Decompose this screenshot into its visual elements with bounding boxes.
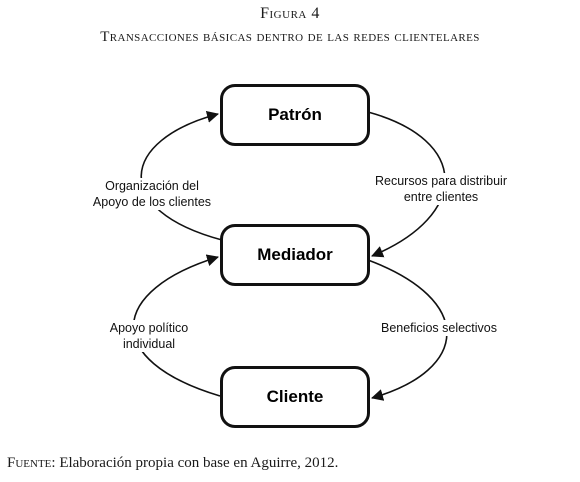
edge-label-beneficios: Beneficios selectivos	[374, 320, 504, 336]
arrow-mediador-to-patron	[140, 111, 223, 241]
source-prefix: Fuente:	[7, 455, 56, 471]
edge-label-recursos: Recursos para distribuir entre clientes	[366, 173, 516, 205]
edge-label-apoyo-line2: individual	[122, 337, 176, 351]
edge-label-apoyo: Apoyo político individual	[100, 320, 198, 352]
edge-label-organizacion-line1: Organización del	[105, 179, 199, 193]
edge-label-recursos-line2: entre clientes	[403, 190, 479, 204]
edge-label-apoyo-line1: Apoyo político	[109, 321, 189, 335]
source-text: Elaboración propia con base en Aguirre, …	[55, 455, 339, 471]
edge-label-organizacion: Organización del Apoyo de los clientes	[80, 178, 224, 210]
node-patron: Patrón	[220, 84, 370, 146]
figure-title: Transacciones básicas dentro de las rede…	[100, 29, 480, 45]
edge-label-organizacion-line2: Apoyo de los clientes	[92, 195, 212, 209]
figure-label: Figura 4	[260, 5, 320, 22]
node-mediador: Mediador	[220, 224, 370, 286]
edge-label-recursos-line1: Recursos para distribuir	[375, 174, 507, 188]
source-note: Fuente: Elaboración propia con base en A…	[7, 455, 338, 472]
node-cliente: Cliente	[220, 366, 370, 428]
